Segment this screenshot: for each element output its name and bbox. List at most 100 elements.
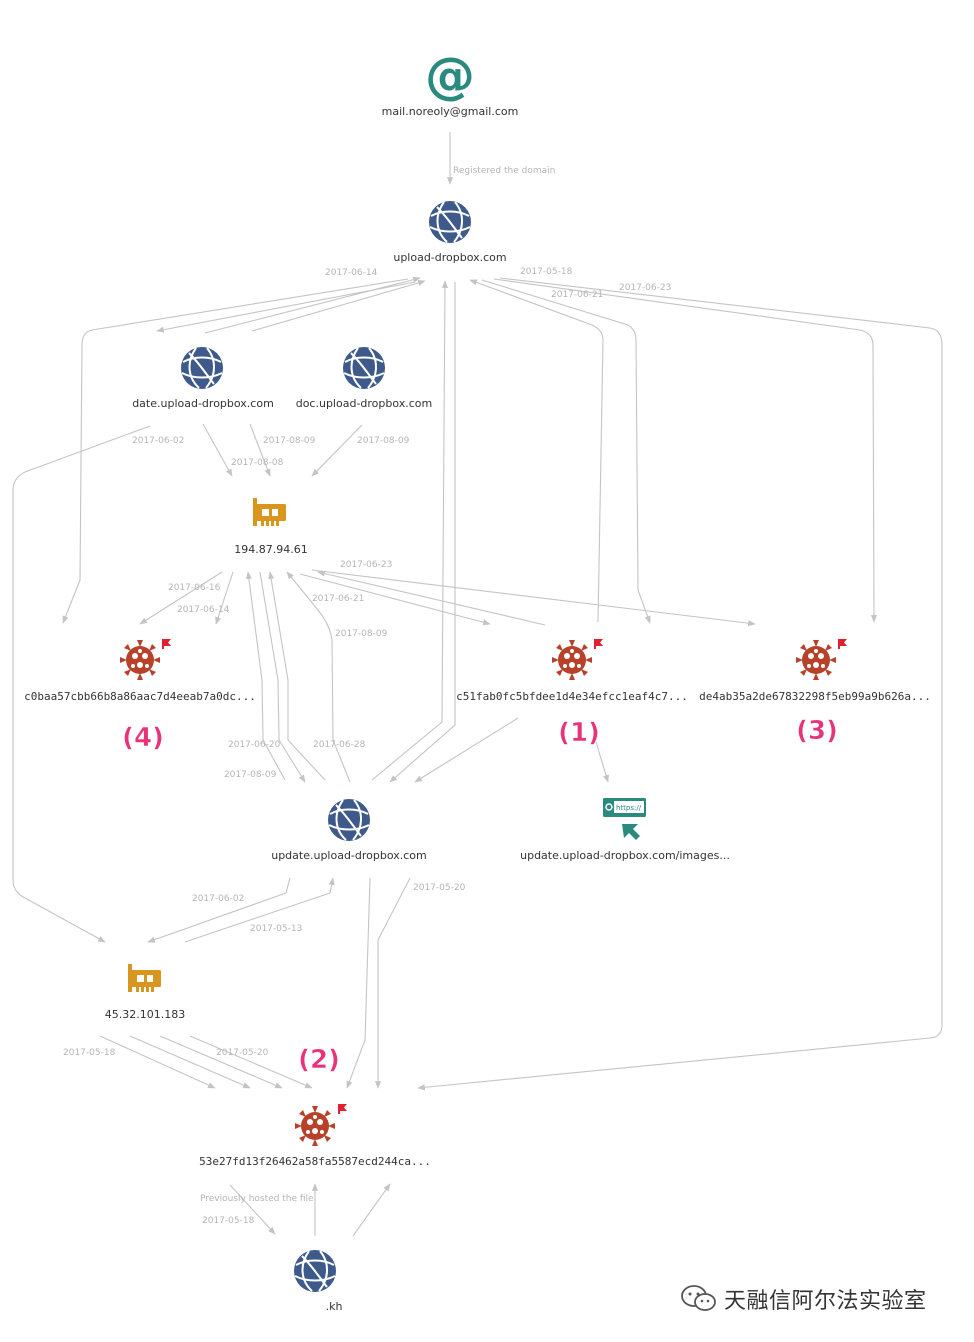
edge-label: 2017-06-02 (192, 894, 244, 904)
node-label: c51fab0fc5bfdee1d4e34efcc1eaf4c7... (456, 690, 688, 703)
node-hash-53e[interactable]: 53e27fd13f26462a58fa5587ecd244ca... (199, 1104, 431, 1168)
edge-main-to-date (156, 281, 416, 333)
node-email[interactable]: @ mail.noreoly@gmail.com (382, 47, 519, 118)
flag-icon (162, 639, 171, 649)
edge-main-to-c51 (481, 279, 651, 624)
edge-label: 2017-06-16 (168, 583, 221, 593)
node-hash-de4[interactable]: de4ab35a2de67832298f5eb99a9b626a... (699, 639, 931, 703)
edge-label: 2017-05-20 (216, 1048, 269, 1058)
node-hash-c51[interactable]: c51fab0fc5bfdee1d4e34efcc1eaf4c7... (456, 639, 688, 703)
edge-label: Registered the domain (453, 166, 555, 176)
network-card-icon (128, 964, 161, 992)
edge-label: 2017-06-21 (551, 290, 603, 300)
node-label: update.upload-dropbox.com/images... (520, 849, 730, 862)
edge-ip45-to-53e-4 (189, 1035, 313, 1089)
edge-label: 2017-06-20 (228, 740, 281, 750)
edge-update-to-53e-2 (374, 877, 411, 1089)
malware-icon (552, 640, 592, 680)
flag-icon (338, 1104, 347, 1114)
marker-2: (2) (298, 1045, 340, 1075)
edge-ip194-to-c51 (299, 573, 491, 626)
edge-date-to-ip194-2 (249, 423, 271, 477)
globe-icon (428, 200, 472, 244)
edge-c51-to-url (595, 741, 609, 783)
node-label: de4ab35a2de67832298f5eb99a9b626a... (699, 690, 931, 703)
node-domain-doc[interactable]: doc.upload-dropbox.com (296, 346, 433, 410)
edge-update-to-ip194-3 (286, 571, 351, 783)
edge-label: 2017-05-18 (520, 267, 573, 277)
watermark: 天融信阿尔法实验室 (680, 1283, 927, 1315)
url-icon-text: https:// (616, 804, 642, 812)
node-ip-194[interactable]: 194.87.94.61 (234, 498, 308, 556)
edge-ip194-to-c0b (139, 571, 223, 625)
edge-label: 2017-06-14 (325, 268, 378, 278)
edge-ip194-to-update (259, 571, 306, 783)
edge-ip194-to-de4 (311, 569, 756, 627)
edge-label: 2017-06-23 (619, 283, 671, 293)
node-label: mail.noreoly@gmail.com (382, 105, 519, 118)
node-domain-date[interactable]: date.upload-dropbox.com (132, 346, 274, 410)
globe-icon (342, 346, 386, 390)
edge-label: 2017-08-09 (357, 436, 410, 446)
node-url-update[interactable]: https:// update.upload-dropbox.com/image… (520, 798, 730, 862)
edge-main-to-de4 (493, 278, 878, 623)
at-sign-icon: @ (425, 47, 475, 105)
edge-date-to-main-2 (251, 279, 426, 332)
wechat-icon (681, 1285, 716, 1311)
edge-label: 2017-06-21 (312, 594, 364, 604)
edge-label: 2017-06-28 (313, 740, 366, 750)
node-label: upload-dropbox.com (393, 251, 506, 264)
node-domain-main[interactable]: upload-dropbox.com (393, 200, 507, 264)
node-label: 194.87.94.61 (234, 543, 307, 556)
edge-c51-to-ip194 (317, 570, 546, 626)
edge-label: 2017-06-02 (132, 436, 184, 446)
edge-main-to-c0b (62, 278, 409, 624)
globe-icon (180, 346, 224, 390)
node-domain-kh[interactable]: .kh (293, 1249, 343, 1313)
edge-date-to-ip45 (12, 425, 151, 943)
network-card-icon (253, 498, 286, 526)
edge-labels: Registered the domain 2017-06-14 2017-05… (63, 166, 671, 1226)
edge-date-to-ip194 (202, 423, 233, 477)
marker-4: (4) (122, 723, 164, 753)
edge-c51-to-main (469, 279, 604, 623)
edge-main-to-update (389, 282, 456, 783)
malware-icon (120, 640, 160, 680)
malware-icon (295, 1106, 335, 1146)
edges (12, 132, 943, 1237)
edge-update-to-ip45 (147, 877, 291, 943)
malware-icon (796, 640, 836, 680)
edge-label: 2017-05-20 (413, 883, 466, 893)
node-label: date.upload-dropbox.com (132, 397, 274, 410)
edge-label: 2017-05-18 (63, 1048, 116, 1058)
globe-icon (293, 1249, 337, 1293)
node-label: doc.upload-dropbox.com (296, 397, 433, 410)
watermark-text: 天融信阿尔法实验室 (724, 1289, 927, 1314)
edge-label: 2017-06-14 (177, 605, 230, 615)
marker-1: (1) (558, 718, 600, 748)
edge-update-to-main (371, 280, 449, 781)
edge-label: 2017-05-18 (202, 1216, 255, 1226)
edge-ip45-to-53e-2 (129, 1035, 251, 1089)
edge-label: 2017-08-09 (263, 436, 316, 446)
edge-label: 2017-06-23 (340, 560, 392, 570)
edge-main-to-53e (417, 277, 943, 1091)
edge-label: 2017-05-13 (250, 924, 302, 934)
node-hash-c0b[interactable]: c0baa57cbb66b8a86aac7d4eeab7a0dc... (24, 639, 256, 703)
node-label: .kh (326, 1300, 343, 1313)
edge-update-to-ip194-2 (268, 571, 326, 781)
edge-c51-to-update (414, 717, 519, 783)
node-ip-45[interactable]: 45.32.101.183 (105, 964, 185, 1021)
edge-53e-to-kh (229, 1184, 276, 1235)
node-label: 45.32.101.183 (105, 1008, 185, 1021)
globe-icon (327, 798, 371, 842)
node-label: 53e27fd13f26462a58fa5587ecd244ca... (199, 1155, 431, 1168)
edge-update-to-53e (346, 877, 371, 1089)
node-domain-update[interactable]: update.upload-dropbox.com (271, 798, 427, 862)
edge-label: 2017-08-09 (224, 770, 277, 780)
edge-ip45-to-53e (99, 1035, 216, 1089)
edge-label: 2017-08-09 (335, 629, 388, 639)
url-icon: https:// (603, 798, 646, 840)
edge-label: Previously hosted the file (200, 1194, 314, 1204)
